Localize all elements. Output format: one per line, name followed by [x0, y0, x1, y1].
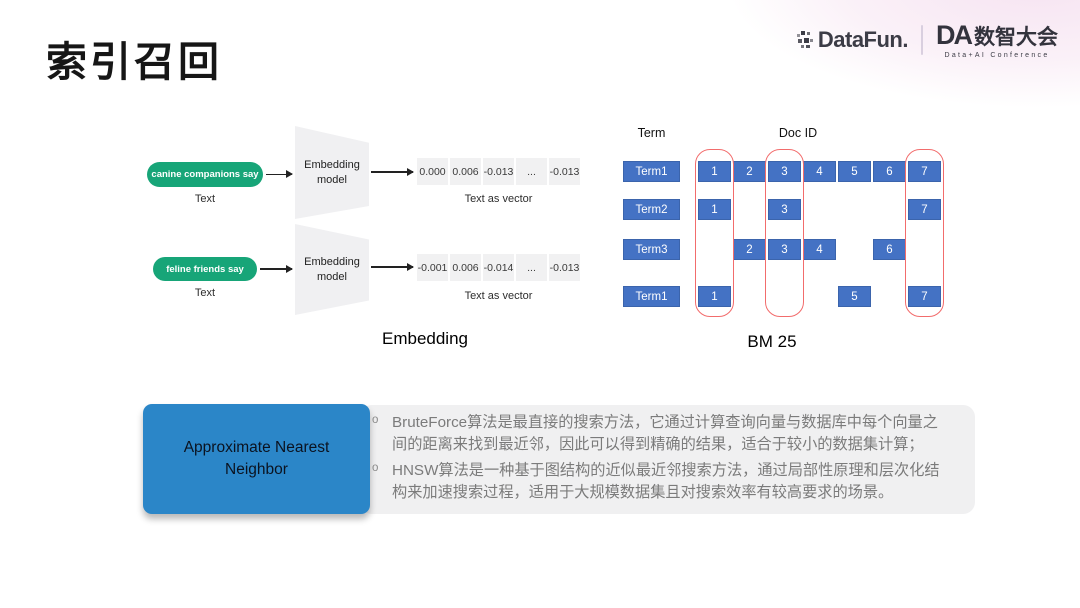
- docid-column-header: Doc ID: [778, 126, 818, 140]
- doc-cell: 7: [908, 286, 941, 307]
- vector-cell: 0.006: [450, 158, 481, 185]
- doc-cell: 1: [698, 161, 731, 182]
- vector-cell: -0.014: [483, 254, 514, 281]
- embedding-model-shape: Embedding model: [295, 126, 369, 219]
- embedding-model-label: Embedding model: [304, 159, 360, 186]
- input-text-pill: canine companions say: [147, 162, 263, 187]
- doc-cell: 5: [838, 286, 871, 307]
- doc-cell: 6: [873, 161, 906, 182]
- vector-cell: -0.013: [549, 254, 580, 281]
- page-title: 索引召回: [46, 39, 222, 85]
- term-column-header: Term: [637, 126, 666, 140]
- embedding-caption: Embedding: [381, 329, 468, 348]
- term-box: Term2: [623, 199, 680, 220]
- input-label: Text: [194, 287, 216, 299]
- doc-cell: 6: [873, 239, 906, 260]
- doc-cell: 2: [733, 161, 766, 182]
- doc-cell: 1: [698, 286, 731, 307]
- bullet-circle-icon: o: [372, 414, 379, 426]
- vector-cell: 0.006: [450, 254, 481, 281]
- arrow-right-icon: [371, 168, 414, 175]
- vector-cell: 0.000: [417, 158, 448, 185]
- arrow-right-icon: [371, 263, 414, 270]
- doc-cell: 5: [838, 161, 871, 182]
- brand-divider: [921, 24, 923, 55]
- datafun-logo-icon: [796, 30, 814, 50]
- vector-label: Text as vector: [464, 193, 533, 205]
- conference-name: 数智大会: [974, 25, 1058, 49]
- term-box: Term1: [623, 286, 680, 307]
- vector-cell: -0.013: [549, 158, 580, 185]
- vector-cell: ...: [516, 254, 547, 281]
- ann-description-panel: [360, 405, 975, 514]
- ann-title-box: Approximate Nearest Neighbor: [143, 404, 370, 514]
- doc-cell: 3: [768, 239, 801, 260]
- embedding-model-label: Embedding model: [304, 256, 360, 283]
- term-box: Term1: [623, 161, 680, 182]
- ann-bullet-list: o BruteForce算法是最直接的搜索方法，它通过计算查询向量与数据库中每个向…: [372, 412, 962, 509]
- arrow-right-icon: [260, 265, 293, 272]
- datafun-logo: DataFun.: [796, 26, 909, 53]
- embedding-diagram: canine companions say Text Embedding mod…: [140, 120, 610, 360]
- arrow-right-icon: [266, 171, 293, 178]
- doc-cell: 7: [908, 161, 941, 182]
- input-text-pill: feline friends say: [153, 257, 257, 281]
- vector-cell: ...: [516, 158, 547, 185]
- conference-subtitle: Data+AI Conference: [944, 52, 1050, 59]
- da-logo-mark: DA: [936, 20, 973, 50]
- bm25-caption: BM 25: [747, 332, 797, 351]
- vector-cell: -0.001: [417, 254, 448, 281]
- ann-bullet-text: HNSW算法是一种基于图结构的近似最近邻搜索方法，通过局部性原理和层次化结构来加…: [392, 462, 940, 502]
- ann-title: Approximate Nearest Neighbor: [183, 438, 330, 478]
- input-label: Text: [194, 193, 216, 205]
- ann-bullet-item: o HNSW算法是一种基于图结构的近似最近邻搜索方法，通过局部性原理和层次化结构来…: [372, 460, 962, 503]
- ann-bullet-item: o BruteForce算法是最直接的搜索方法，它通过计算查询向量与数据库中每个向…: [372, 412, 962, 455]
- term-box: Term3: [623, 239, 680, 260]
- doc-cell: 4: [803, 161, 836, 182]
- bullet-circle-icon: o: [372, 462, 379, 475]
- doc-cell: 7: [908, 199, 941, 220]
- doc-cell: 3: [768, 161, 801, 182]
- doc-cell: 1: [698, 199, 731, 220]
- doc-cell: 4: [803, 239, 836, 260]
- conference-logo: DA 数智大会 Data+AI Conference: [936, 20, 1058, 59]
- doc-cell: 2: [733, 239, 766, 260]
- ann-bullet-text: BruteForce算法是最直接的搜索方法，它通过计算查询向量与数据库中每个向量…: [392, 414, 938, 453]
- doc-cell: 3: [768, 199, 801, 220]
- vector-label: Text as vector: [464, 290, 533, 302]
- vector-cell: -0.013: [483, 158, 514, 185]
- brand-area: DataFun. DA 数智大会 Data+AI Conference: [796, 20, 1058, 59]
- datafun-logo-text: DataFun.: [817, 26, 909, 52]
- embedding-model-shape: Embedding model: [295, 224, 369, 315]
